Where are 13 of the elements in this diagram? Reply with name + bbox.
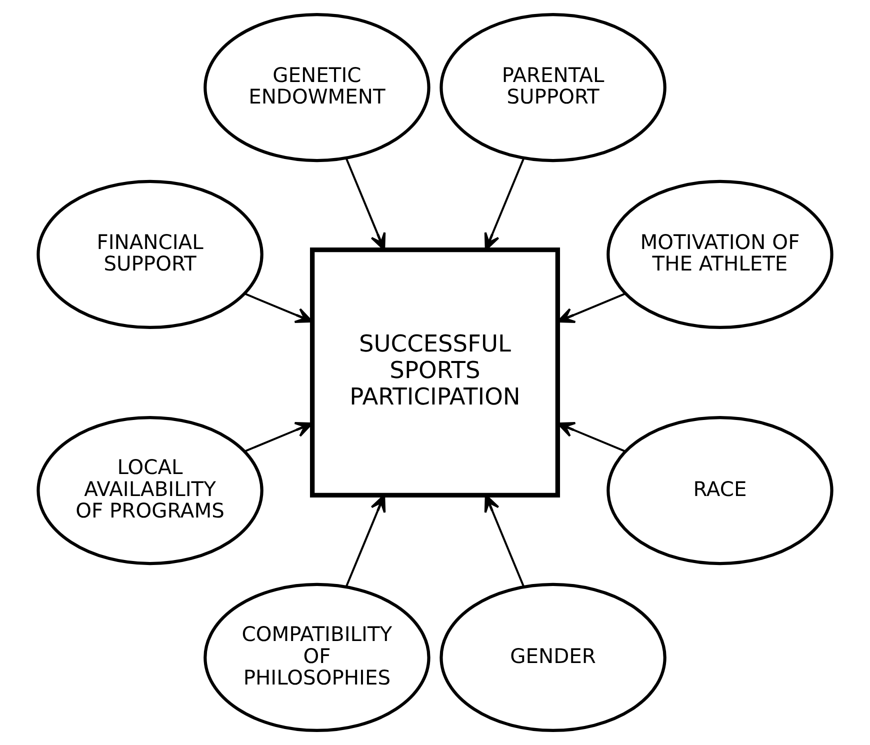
node-box: SUCCESSFUL SPORTS PARTICIPATION <box>310 247 560 498</box>
node-ellipse: PARENTAL SUPPORT <box>440 12 666 162</box>
node-ellipse: RACE <box>606 416 834 566</box>
node-ellipse: GENETIC ENDOWMENT <box>204 12 430 162</box>
node-ellipse: COMPATIBILITY OF PHILOSOPHIES <box>204 582 430 732</box>
arrow <box>557 292 626 323</box>
arrow <box>244 422 313 452</box>
arrow <box>557 422 626 452</box>
arrow <box>244 292 313 323</box>
node-ellipse: FINANCIAL SUPPORT <box>36 180 264 329</box>
node-ellipse: MOTIVATION OF THE ATHLETE <box>606 180 834 329</box>
node-ellipse: GENDER <box>440 582 666 732</box>
node-ellipse: LOCAL AVAILABILITY OF PROGRAMS <box>36 416 264 566</box>
